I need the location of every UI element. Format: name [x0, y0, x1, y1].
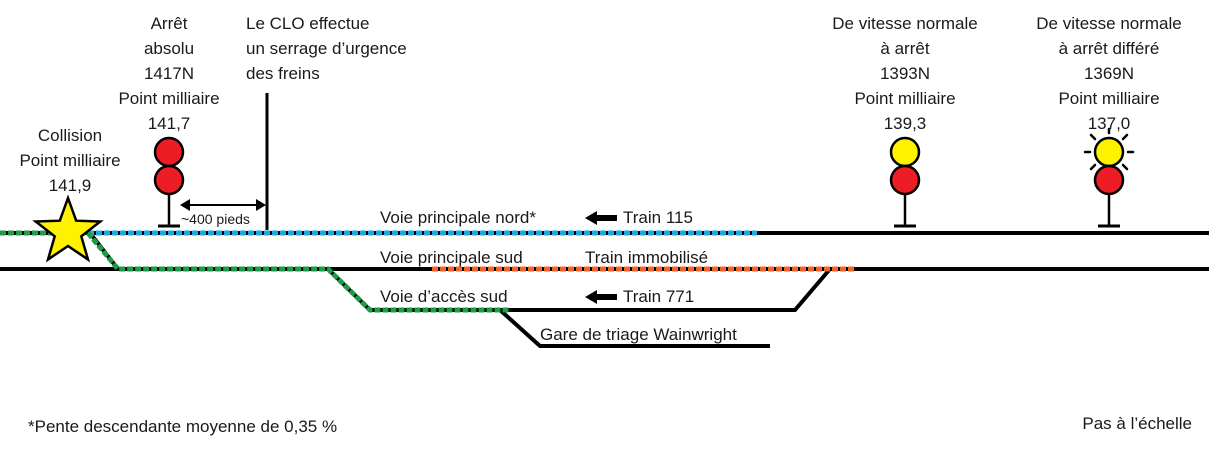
yard-label: Gare de triage Wainwright [540, 325, 737, 344]
signal-1417n-icon [153, 136, 185, 228]
scale-note: Pas à l’échelle [1082, 414, 1192, 433]
direction-arrow-icon [585, 211, 617, 225]
emergency-brake-note: Le CLO effectue un serrage d’urgence des… [246, 14, 407, 83]
footnote: *Pente descendante moyenne de 0,35 % [28, 417, 338, 436]
signal-1417n-label: Arrêt absolu 1417N Point milliaire 141,7 [118, 14, 220, 133]
signal-1393n-icon [889, 136, 921, 228]
distance-label: ~400 pieds [181, 211, 250, 227]
direction-arrow-icon [585, 290, 617, 304]
signal-1393n-label: De vitesse normale à arrêt 1393N Point m… [832, 14, 978, 133]
south-siding-track [88, 231, 832, 312]
north-main-label: Voie principale nord* [380, 208, 536, 227]
distance-arrow-icon [180, 199, 266, 211]
south-siding-label: Voie d’accès sud [380, 287, 508, 306]
collision-label: Collision Point milliaire 141,9 [19, 126, 121, 195]
train-771-label: Train 771 [623, 287, 695, 306]
train-115-label: Train 115 [623, 208, 693, 227]
train-stopped-label: Train immobilisé [585, 248, 709, 267]
south-main-label: Voie principale sud [380, 248, 523, 267]
yard-track [498, 308, 770, 348]
signal-1369n-icon [1083, 127, 1135, 228]
collision-star-icon [32, 194, 104, 263]
train-771-consist [86, 231, 510, 313]
signal-1369n-label: De vitesse normale à arrêt différé 1369N… [1036, 14, 1182, 133]
